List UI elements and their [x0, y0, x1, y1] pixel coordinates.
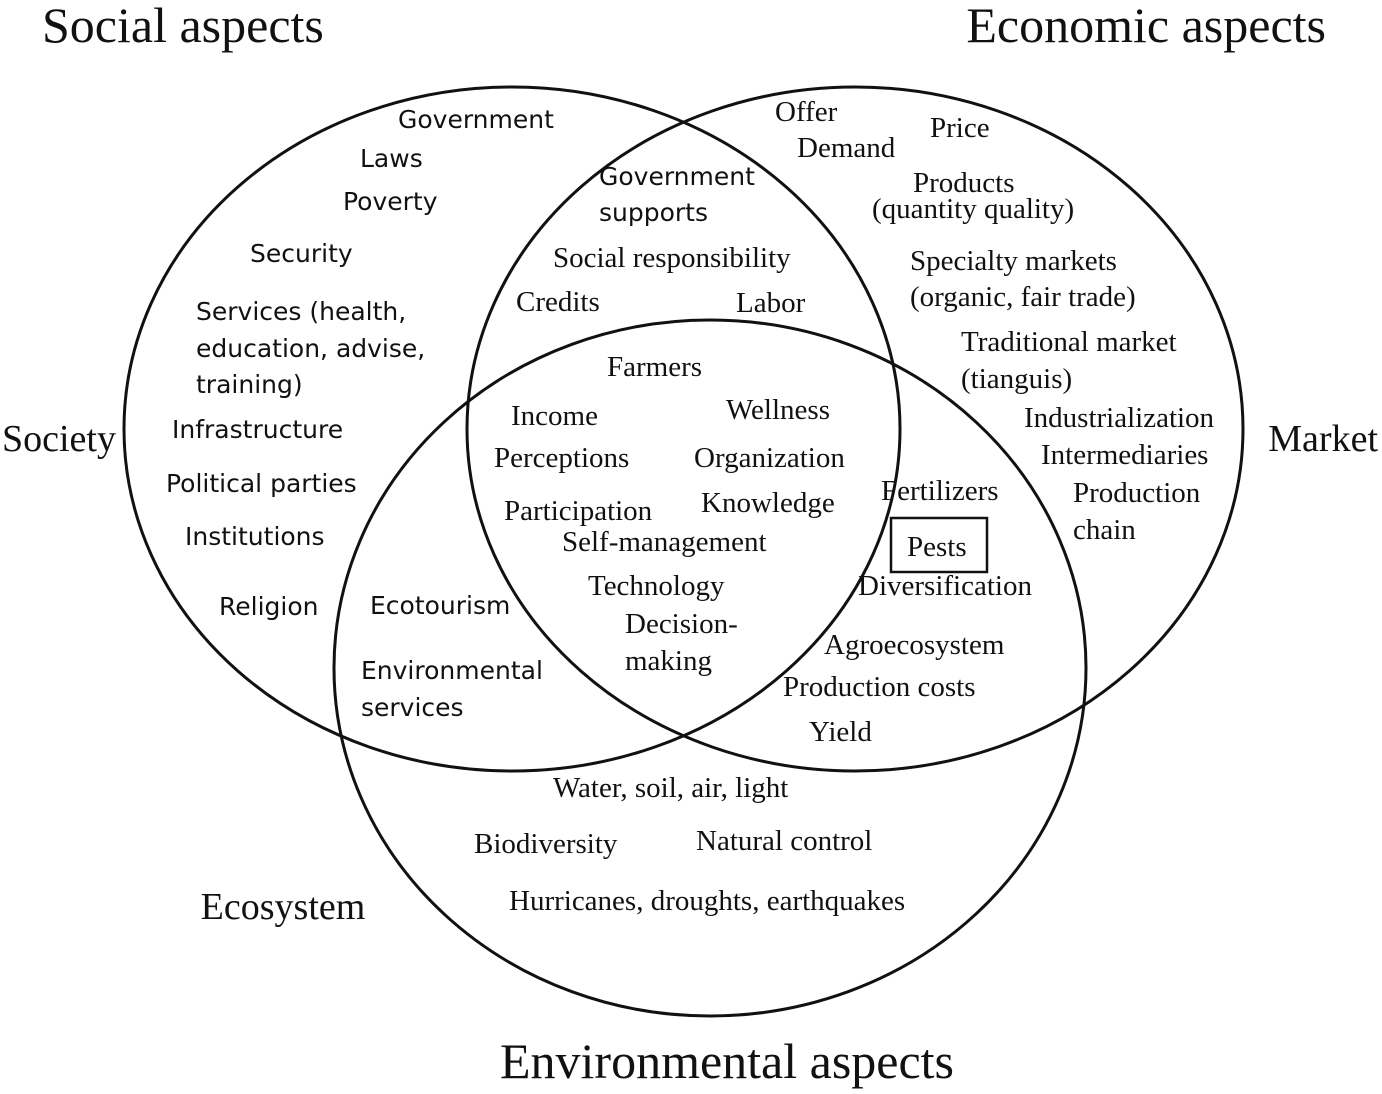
item-services-line2: education, advise,: [196, 334, 425, 363]
item-natural-control: Natural control: [696, 825, 872, 857]
item-government: Government: [398, 105, 554, 134]
pests-highlight-box: [889, 516, 989, 574]
item-production-costs: Production costs: [783, 671, 976, 703]
item-production-chain-line1: Production: [1073, 477, 1201, 509]
item-environmental-services-line2: services: [361, 693, 464, 722]
item-security: Security: [250, 239, 353, 268]
item-agroecosystem: Agroecosystem: [824, 629, 1005, 661]
item-price: Price: [930, 112, 990, 144]
item-self-management: Self-management: [562, 526, 767, 558]
item-income: Income: [511, 400, 598, 432]
item-religion: Religion: [219, 592, 318, 621]
item-products-line2: (quantity quality): [872, 193, 1074, 225]
social-circle: [122, 85, 902, 773]
heading-economic: Economic aspects: [966, 0, 1326, 53]
item-labor: Labor: [736, 287, 806, 319]
item-farmers: Farmers: [607, 351, 702, 383]
item-wellness: Wellness: [726, 394, 830, 426]
item-specialty-markets-line2: (organic, fair trade): [910, 281, 1136, 313]
item-intermediaries: Intermediaries: [1041, 439, 1208, 471]
item-services-line1: Services (health,: [196, 297, 406, 326]
item-laws: Laws: [360, 144, 423, 173]
item-offer: Offer: [775, 96, 838, 128]
item-technology: Technology: [588, 570, 725, 602]
item-credits: Credits: [516, 286, 600, 318]
item-environmental-services-line1: Environmental: [361, 656, 543, 685]
item-knowledge: Knowledge: [701, 487, 835, 519]
item-industrialization: Industrialization: [1024, 402, 1215, 434]
environmental-circle: [332, 318, 1088, 1018]
item-hurricanes: Hurricanes, droughts, earthquakes: [509, 885, 905, 917]
item-services-line3: training): [196, 370, 303, 399]
economic-circle: [465, 85, 1245, 773]
item-perceptions: Perceptions: [494, 442, 629, 474]
item-production-chain-line2: chain: [1073, 514, 1136, 546]
item-infrastructure: Infrastructure: [172, 415, 343, 444]
item-decision-making-line1: Decision-: [625, 608, 738, 640]
label-ecosystem: Ecosystem: [201, 886, 366, 928]
item-government-supports-line2: supports: [599, 198, 708, 227]
item-demand: Demand: [797, 132, 896, 164]
item-decision-making-line2: making: [625, 645, 712, 677]
item-organization: Organization: [694, 442, 845, 474]
heading-social: Social aspects: [42, 0, 324, 53]
item-diversification: Diversification: [858, 570, 1032, 602]
heading-environmental: Environmental aspects: [500, 1033, 954, 1089]
item-products-line1: Products: [913, 167, 1015, 199]
item-ecotourism: Ecotourism: [370, 591, 510, 620]
item-water-soil-air-light: Water, soil, air, light: [553, 772, 788, 804]
item-specialty-markets-line1: Specialty markets: [910, 245, 1117, 277]
label-market: Market: [1268, 418, 1378, 460]
item-political-parties: Political parties: [166, 469, 357, 498]
item-pests: Pests: [907, 531, 967, 563]
item-participation: Participation: [504, 495, 653, 527]
item-government-supports-line1: Government: [599, 162, 755, 191]
item-traditional-market-line2: (tianguis): [961, 363, 1072, 395]
item-yield: Yield: [809, 716, 872, 748]
label-society: Society: [2, 418, 116, 460]
item-traditional-market-line1: Traditional market: [961, 326, 1177, 358]
item-social-responsibility: Social responsibility: [553, 242, 791, 274]
item-poverty: Poverty: [343, 187, 438, 216]
item-biodiversity: Biodiversity: [474, 828, 618, 860]
item-fertilizers: Fertilizers: [881, 475, 999, 507]
item-institutions: Institutions: [185, 522, 325, 551]
